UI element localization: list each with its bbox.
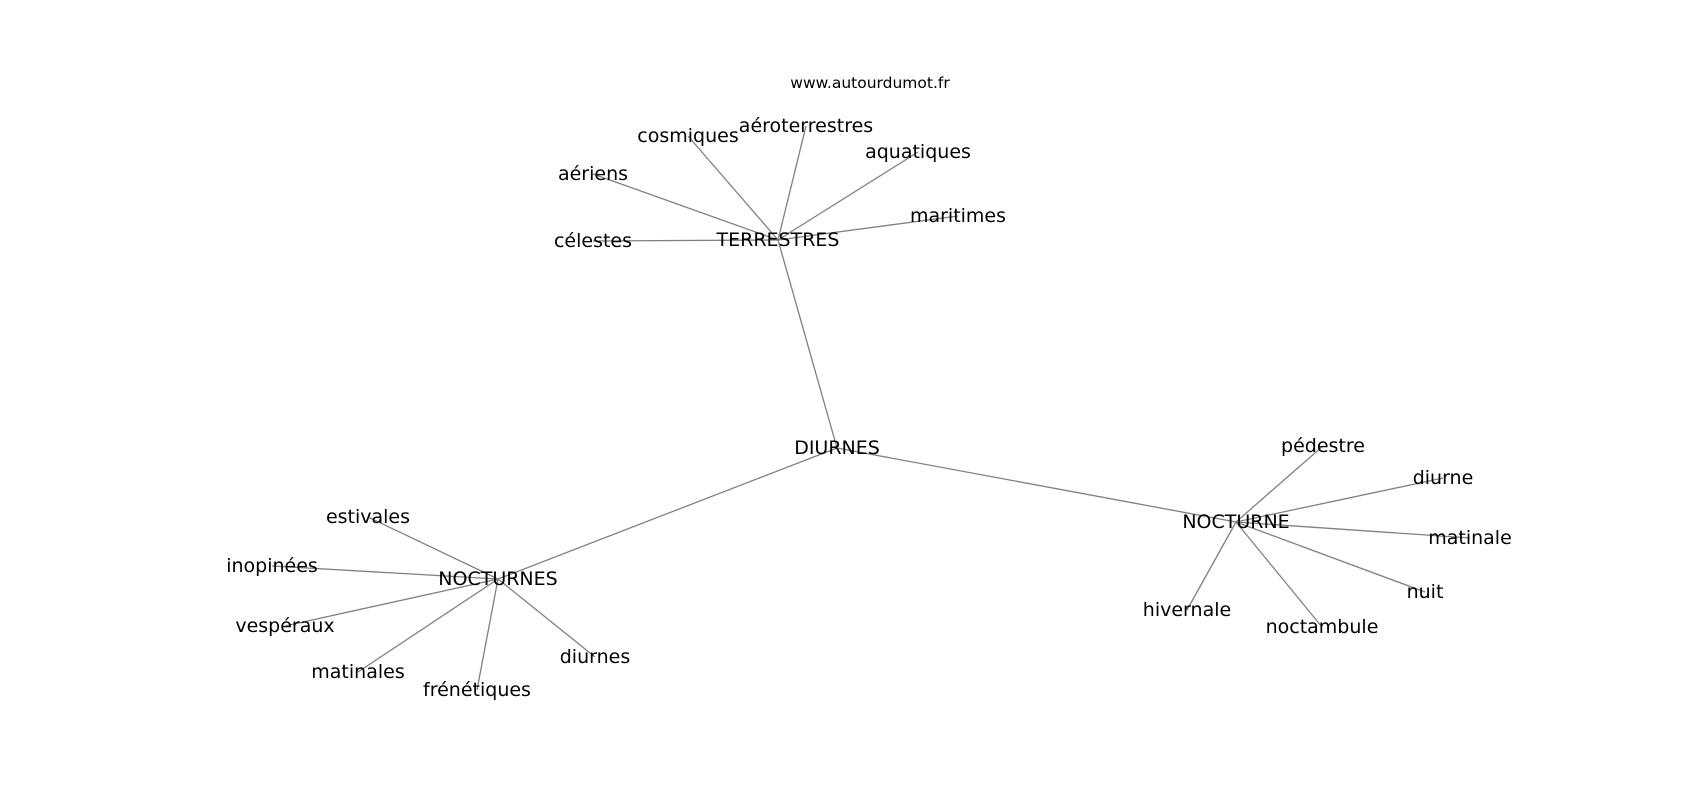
node-label-cosmiques: cosmiques: [637, 125, 738, 147]
node-label-inopinees: inopinées: [226, 555, 318, 577]
node-label-nocturne: NOCTURNE: [1182, 511, 1289, 533]
node-label-nuit: nuit: [1407, 581, 1444, 603]
node-label-vesperaux: vespéraux: [235, 615, 334, 637]
node-label-hivernale: hivernale: [1143, 599, 1231, 621]
edge-nocturnes-vesperaux: [284, 578, 499, 627]
node-label-diurnes_center: DIURNES: [794, 437, 880, 459]
node-label-matinales: matinales: [311, 661, 404, 683]
edge-terrestres-cosmiques: [687, 135, 779, 241]
labels-layer: DIURNES TERRESTRES NOCTURNES NOCTURNE cosmiq…: [226, 115, 1512, 701]
node-label-aeriens: aériens: [558, 163, 628, 185]
edge-nocturnes-inopinees: [271, 565, 499, 580]
edge-nocturnes-diurnes_leaf: [497, 578, 596, 658]
edge-terrestres-aeriens: [592, 173, 779, 241]
node-label-diurne: diurne: [1413, 467, 1474, 489]
watermark-text: www.autourdumot.fr: [790, 74, 950, 92]
edge-nocturne-matinale: [1235, 521, 1471, 539]
node-label-noctambule: noctambule: [1266, 616, 1379, 638]
edge-terrestres-aeroterrestres: [777, 125, 807, 241]
edge-nocturne-diurne: [1235, 477, 1444, 523]
node-label-diurnes_leaf: diurnes: [560, 646, 631, 668]
node-label-matinale: matinale: [1428, 527, 1512, 549]
edge-nocturne-noctambule: [1235, 521, 1323, 628]
edge-diurnes_center-nocturnes: [497, 447, 838, 580]
node-label-terrestres: TERRESTRES: [716, 229, 840, 251]
node-label-nocturnes: NOCTURNES: [438, 568, 557, 590]
node-label-aeroterrestres: aéroterrestres: [739, 115, 873, 137]
edge-terrestres-aquatiques: [777, 151, 919, 241]
edges-layer: [271, 125, 1471, 691]
node-label-aquatiques: aquatiques: [865, 141, 971, 163]
edge-nocturne-hivernale: [1186, 521, 1237, 611]
edge-diurnes_center-nocturne: [836, 447, 1237, 523]
edge-nocturne-pedestre: [1235, 445, 1324, 523]
node-label-estivales: estivales: [326, 506, 410, 528]
node-label-celestes: célestes: [554, 230, 632, 252]
node-label-maritimes: maritimes: [910, 205, 1006, 227]
edge-nocturnes-frenetiques: [476, 578, 499, 691]
edge-nocturne-nuit: [1235, 521, 1426, 593]
edge-diurnes_center-terrestres: [777, 239, 838, 449]
node-label-frenetiques: frénétiques: [423, 679, 531, 701]
node-label-pedestre: pédestre: [1281, 435, 1365, 457]
edge-nocturnes-matinales: [357, 578, 499, 673]
edge-terrestres-maritimes: [777, 215, 959, 241]
edge-nocturnes-estivales: [367, 516, 499, 580]
edge-terrestres-celestes: [592, 239, 779, 242]
